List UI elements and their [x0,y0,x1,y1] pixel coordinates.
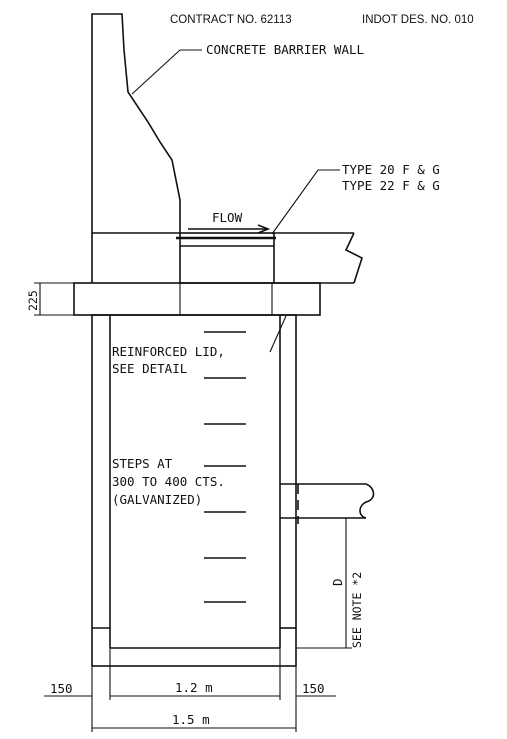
steps-label-line3: (GALVANIZED) [112,492,202,507]
reinforced-lid [73,282,321,316]
barrier-label: CONCRETE BARRIER WALL [206,42,364,57]
lid-label-line2: SEE DETAIL [112,361,187,376]
lid-thickness-value: 225 [26,290,40,311]
depth-label: D [330,578,345,586]
steps-label-line2: 300 TO 400 CTS. [112,474,225,489]
right-wall-dim-value: 150 [302,681,325,696]
outlet-pipe-break [359,483,375,519]
flow-label: FLOW [212,210,243,225]
lid-leader-line [269,315,287,353]
inside-width-value: 1.2 m [175,680,213,695]
step-rungs [204,331,246,603]
type-leader-line [271,169,340,235]
barrier-leader-line [131,49,202,95]
type-22-label: TYPE 22 F & G [342,178,440,193]
manhole-outer-wall [91,314,297,667]
outside-width-value: 1.5 m [172,712,210,727]
steps-label-line1: STEPS AT [112,456,173,471]
type-20-label: TYPE 20 F & G [342,162,440,177]
pavement-slab [274,232,363,284]
left-wall-dim-value: 150 [50,681,73,696]
indot-des-number: INDOT DES. NO. 010 [362,14,474,26]
flow-arrow-head [257,224,271,234]
lid-label-line1: REINFORCED LID, [112,344,225,359]
see-note-label: SEE NOTE *2 [350,572,364,648]
grate-casting [179,232,275,284]
concrete-barrier-wall [91,13,181,234]
contract-number: CONTRACT NO. 62113 [170,14,292,26]
outlet-pipe [280,483,366,519]
